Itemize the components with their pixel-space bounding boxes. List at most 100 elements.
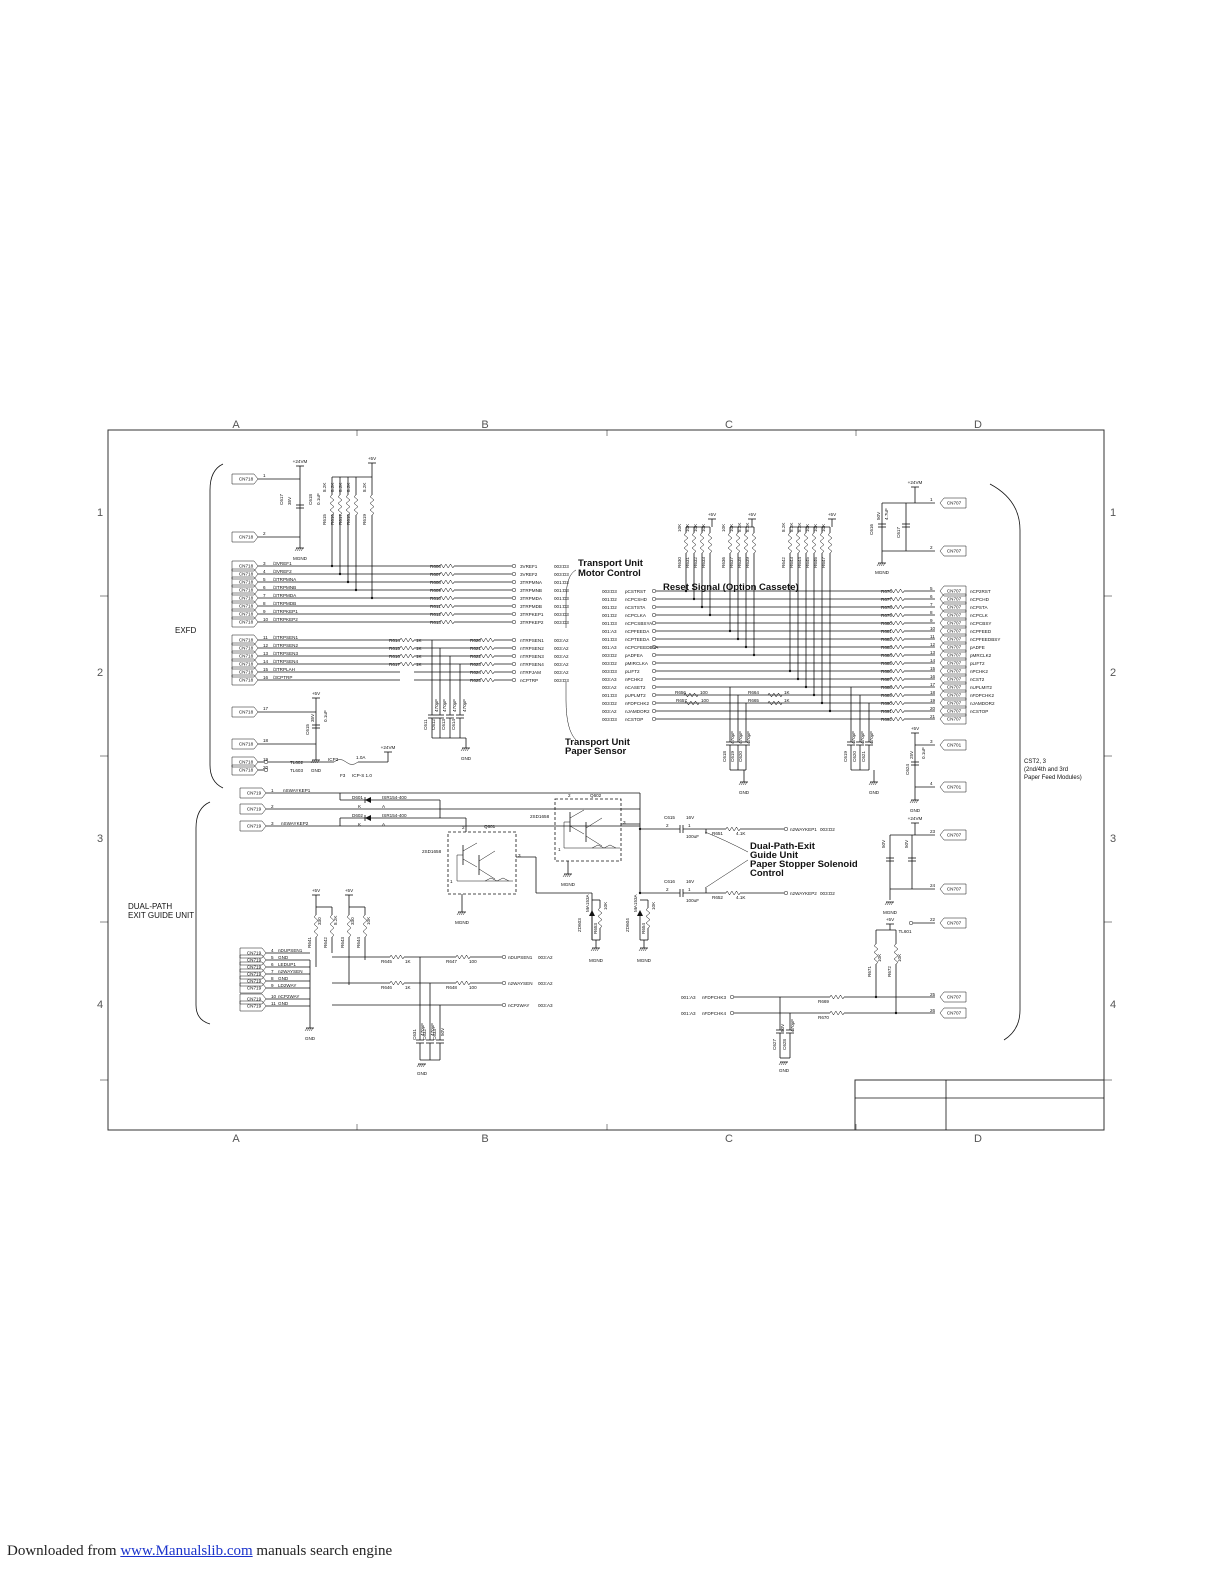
pullup-resistor: [787, 532, 793, 554]
series-resistor: [455, 954, 471, 960]
exfd-signal-name: /3TRPKEP1: [273, 609, 298, 614]
res-ref: R677: [881, 597, 892, 602]
cst-signal-out: nCPCLK: [970, 613, 989, 618]
pin-number: 10: [930, 626, 936, 631]
cn719-connector: CN719: [239, 993, 267, 1005]
res-ref: R647: [446, 959, 457, 964]
cn707-connector: CN707: [939, 593, 967, 605]
cn719-connector: CN719: [239, 820, 267, 832]
pin-number: 6: [930, 594, 933, 599]
res-val: 10K: [729, 523, 734, 532]
junction-dot: [370, 596, 374, 600]
exfd-signal-name: /3TRPSEN2: [273, 643, 298, 648]
res-ref: R665: [748, 698, 759, 703]
series-resistor: [889, 684, 905, 690]
transistor-part: 2SD1658: [422, 849, 442, 854]
sheet-ref: 003:A2: [554, 670, 569, 675]
grid-ticks: [100, 430, 1112, 1130]
res-ref: R633: [701, 557, 706, 568]
svg-text:CN707: CN707: [947, 597, 962, 602]
signal-terminal-icon: [511, 579, 517, 585]
res-ref: R624: [470, 670, 481, 675]
cst-signal-in: pUPLMT2: [625, 693, 646, 698]
series-resistor: [889, 644, 905, 650]
cn719-connector: CN719: [239, 961, 267, 973]
p5v-label: +5V: [828, 512, 837, 517]
pin-number: 1: [688, 887, 691, 892]
zener-ref: ZD603: [577, 918, 582, 932]
res-ref: R676: [881, 589, 892, 594]
q602-package: [554, 798, 622, 862]
cap-ref: C619: [730, 751, 735, 762]
res-val: 10K: [721, 523, 726, 532]
pin-number: 3: [623, 820, 626, 825]
res-ref: R684: [881, 653, 892, 658]
svg-text:CN707: CN707: [947, 549, 962, 554]
gnd-label: GND: [311, 768, 322, 773]
pin-number: 18: [930, 690, 936, 695]
series-resistor: [889, 604, 905, 610]
q601-package: [447, 831, 517, 895]
pin-number: 7: [930, 602, 933, 607]
pin-number: 4: [263, 569, 266, 574]
res-ref: R617: [389, 662, 400, 667]
cap-val: 50V: [904, 839, 909, 848]
svg-text:CN718: CN718: [239, 612, 254, 617]
filter-capacitor: [726, 741, 734, 746]
exfd-signal-name: /3TRPMDB: [273, 601, 296, 606]
svg-text:CN707: CN707: [947, 1011, 962, 1016]
res-ref: R651: [712, 831, 723, 836]
cn718-connector: CN718: [231, 473, 259, 485]
cst-signal-in: nCPCFEEDBYA: [625, 645, 659, 650]
series-resistor: [479, 637, 495, 643]
p5v-label: +5V: [345, 888, 354, 893]
series-resistor: [439, 619, 455, 625]
dual-path-sensor-signal: LD2WAY: [278, 983, 296, 988]
res-val: 100: [469, 959, 477, 964]
svg-text:CN719: CN719: [247, 791, 262, 796]
series-resistor: [889, 620, 905, 626]
sheet-ref: 003:D3: [554, 564, 569, 569]
cn707-connector: CN707: [939, 497, 967, 509]
cst-signal-out: nCST2: [970, 677, 985, 682]
signal-terminal-icon: [783, 826, 789, 832]
svg-text:CN707: CN707: [947, 605, 962, 610]
sensor-capacitor: [426, 1039, 434, 1044]
dual-path-callout-4: Control: [750, 868, 784, 879]
res-ref: R639: [745, 557, 750, 568]
junction-dot: [330, 564, 334, 568]
sheet-ref: 001:A3: [681, 1011, 696, 1016]
res-ref: R657: [676, 698, 687, 703]
res-val: 8.2K: [789, 522, 794, 532]
cap-ref: C619: [843, 751, 848, 762]
cst-signal-in: pLIFT2: [625, 669, 640, 674]
res-ref: R679: [881, 613, 892, 618]
test-land-icon: [908, 920, 914, 926]
cn718-connector: CN718: [231, 674, 259, 686]
series-resistor: [683, 692, 699, 698]
wiring: [258, 463, 935, 1061]
cn707-connector: CN707: [939, 649, 967, 661]
series-resistor: [889, 716, 905, 722]
series-resistor: [889, 628, 905, 634]
cn719-connector: CN719: [239, 787, 267, 799]
cn718-connector: CN718: [231, 738, 259, 750]
svg-text:CN707: CN707: [947, 717, 962, 722]
gnd-icon: [778, 1061, 788, 1066]
pin-number: 19: [930, 698, 936, 703]
res-ref: R614: [389, 638, 400, 643]
p5v-label: +5V: [911, 726, 920, 731]
pin-number: 5: [930, 586, 933, 591]
signal-terminal-icon: [511, 661, 517, 667]
kep-signal: nSWAYKEP2: [281, 821, 309, 826]
junction-dot: [788, 669, 792, 673]
res-val: 8.2K: [338, 482, 343, 492]
manualslib-link[interactable]: www.Manualslib.com: [120, 1543, 253, 1559]
cn701-connector: CN701: [939, 739, 967, 751]
cap-val: 16V: [686, 879, 695, 884]
svg-text:CN707: CN707: [947, 629, 962, 634]
pin-number: 1: [271, 788, 274, 793]
svg-text:CN707: CN707: [947, 709, 962, 714]
p24vm-label: +24VM: [293, 459, 308, 464]
